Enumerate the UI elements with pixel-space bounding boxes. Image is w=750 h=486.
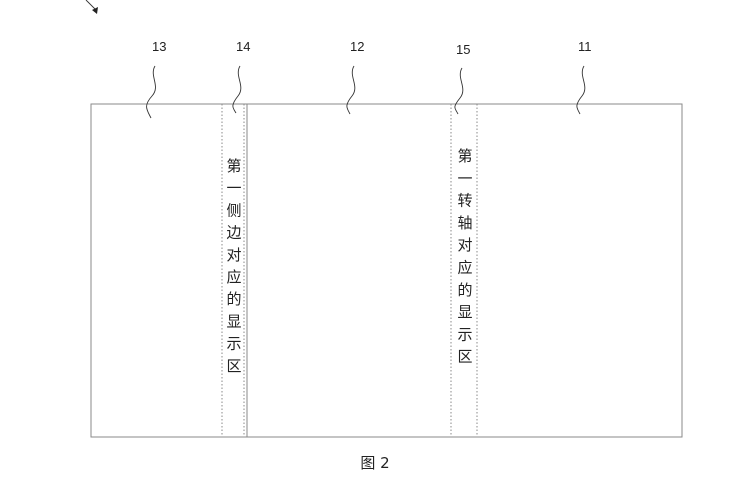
region-char: 示 <box>226 335 241 353</box>
region-char: 显 <box>226 312 241 330</box>
region-char: 一 <box>457 169 472 187</box>
region-char: 区 <box>457 348 472 366</box>
display-panel-outline <box>90 103 683 438</box>
region-char: 对 <box>226 246 241 264</box>
corner-arrow-icon <box>85 0 98 14</box>
leader-line-12 <box>346 65 356 115</box>
region-char: 侧 <box>226 201 241 219</box>
region-char: 轴 <box>457 214 472 232</box>
leader-line-15 <box>454 67 464 115</box>
region-char: 对 <box>457 236 472 254</box>
region-char: 转 <box>457 192 472 210</box>
region-char: 应 <box>457 259 472 277</box>
region-char: 一 <box>226 179 241 197</box>
region-char: 边 <box>226 224 241 242</box>
region-char: 示 <box>457 325 472 343</box>
region-char: 的 <box>226 290 241 308</box>
region-char: 第 <box>226 157 241 175</box>
ref-label-13: 13 <box>152 39 166 54</box>
region-char: 第 <box>457 147 472 165</box>
region-char: 应 <box>226 268 241 286</box>
leader-line-11 <box>576 65 586 115</box>
leader-line-13 <box>146 65 156 119</box>
region-char: 显 <box>457 303 472 321</box>
ref-label-14: 14 <box>236 39 250 54</box>
region-char: 区 <box>226 357 241 375</box>
ref-label-11: 11 <box>578 39 592 54</box>
ref-label-12: 12 <box>350 39 364 54</box>
leader-line-14 <box>232 65 242 114</box>
region-char: 的 <box>457 281 472 299</box>
ref-label-15: 15 <box>456 42 470 57</box>
figure-caption: 图 2 <box>360 454 390 472</box>
